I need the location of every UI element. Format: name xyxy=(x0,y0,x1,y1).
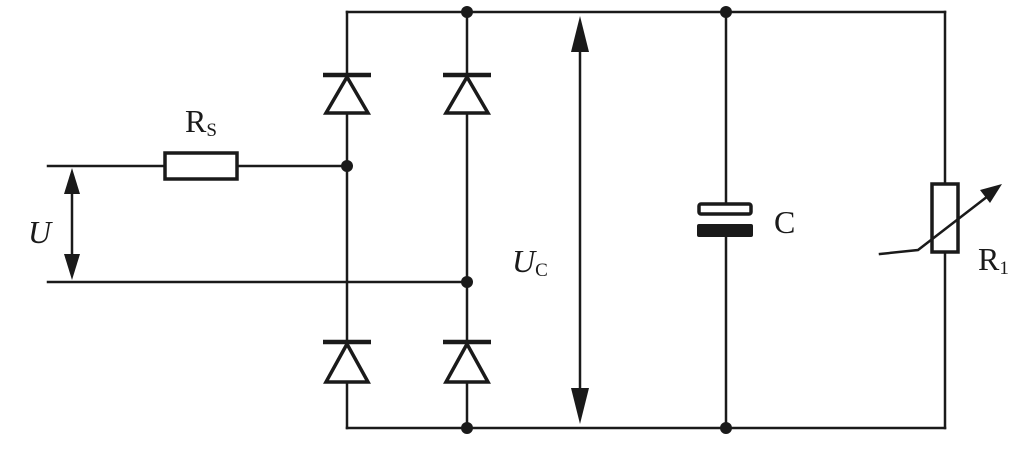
capacitor-voltage-label: UC xyxy=(512,243,548,281)
diode-bottom-right xyxy=(443,339,491,384)
junction-dot-bottom-bridge xyxy=(461,422,473,434)
capacitor-top-plate xyxy=(697,202,753,216)
variable-resistor-label: R1 xyxy=(978,241,1009,279)
junction-dot-top-bridge xyxy=(461,6,473,18)
source-voltage-arrow xyxy=(64,168,80,280)
capacitor-voltage-arrow xyxy=(571,16,589,424)
junction-dot-input-left xyxy=(341,160,353,172)
source-voltage-label: U xyxy=(28,214,53,250)
junction-dot-bottom-capacitor xyxy=(720,422,732,434)
capacitor-bottom-plate xyxy=(697,224,753,237)
junction-dot-top-capacitor xyxy=(720,6,732,18)
diode-top-left xyxy=(322,72,372,115)
diode-bottom-left xyxy=(323,339,371,384)
series-resistor-label: RS xyxy=(185,103,217,141)
series-resistor xyxy=(163,151,239,181)
junction-dot-input-right xyxy=(461,276,473,288)
variable-resistor-arrow xyxy=(878,184,1002,256)
variable-resistor xyxy=(930,182,960,254)
diode-top-right xyxy=(442,72,492,115)
capacitor-label: C xyxy=(774,204,795,240)
